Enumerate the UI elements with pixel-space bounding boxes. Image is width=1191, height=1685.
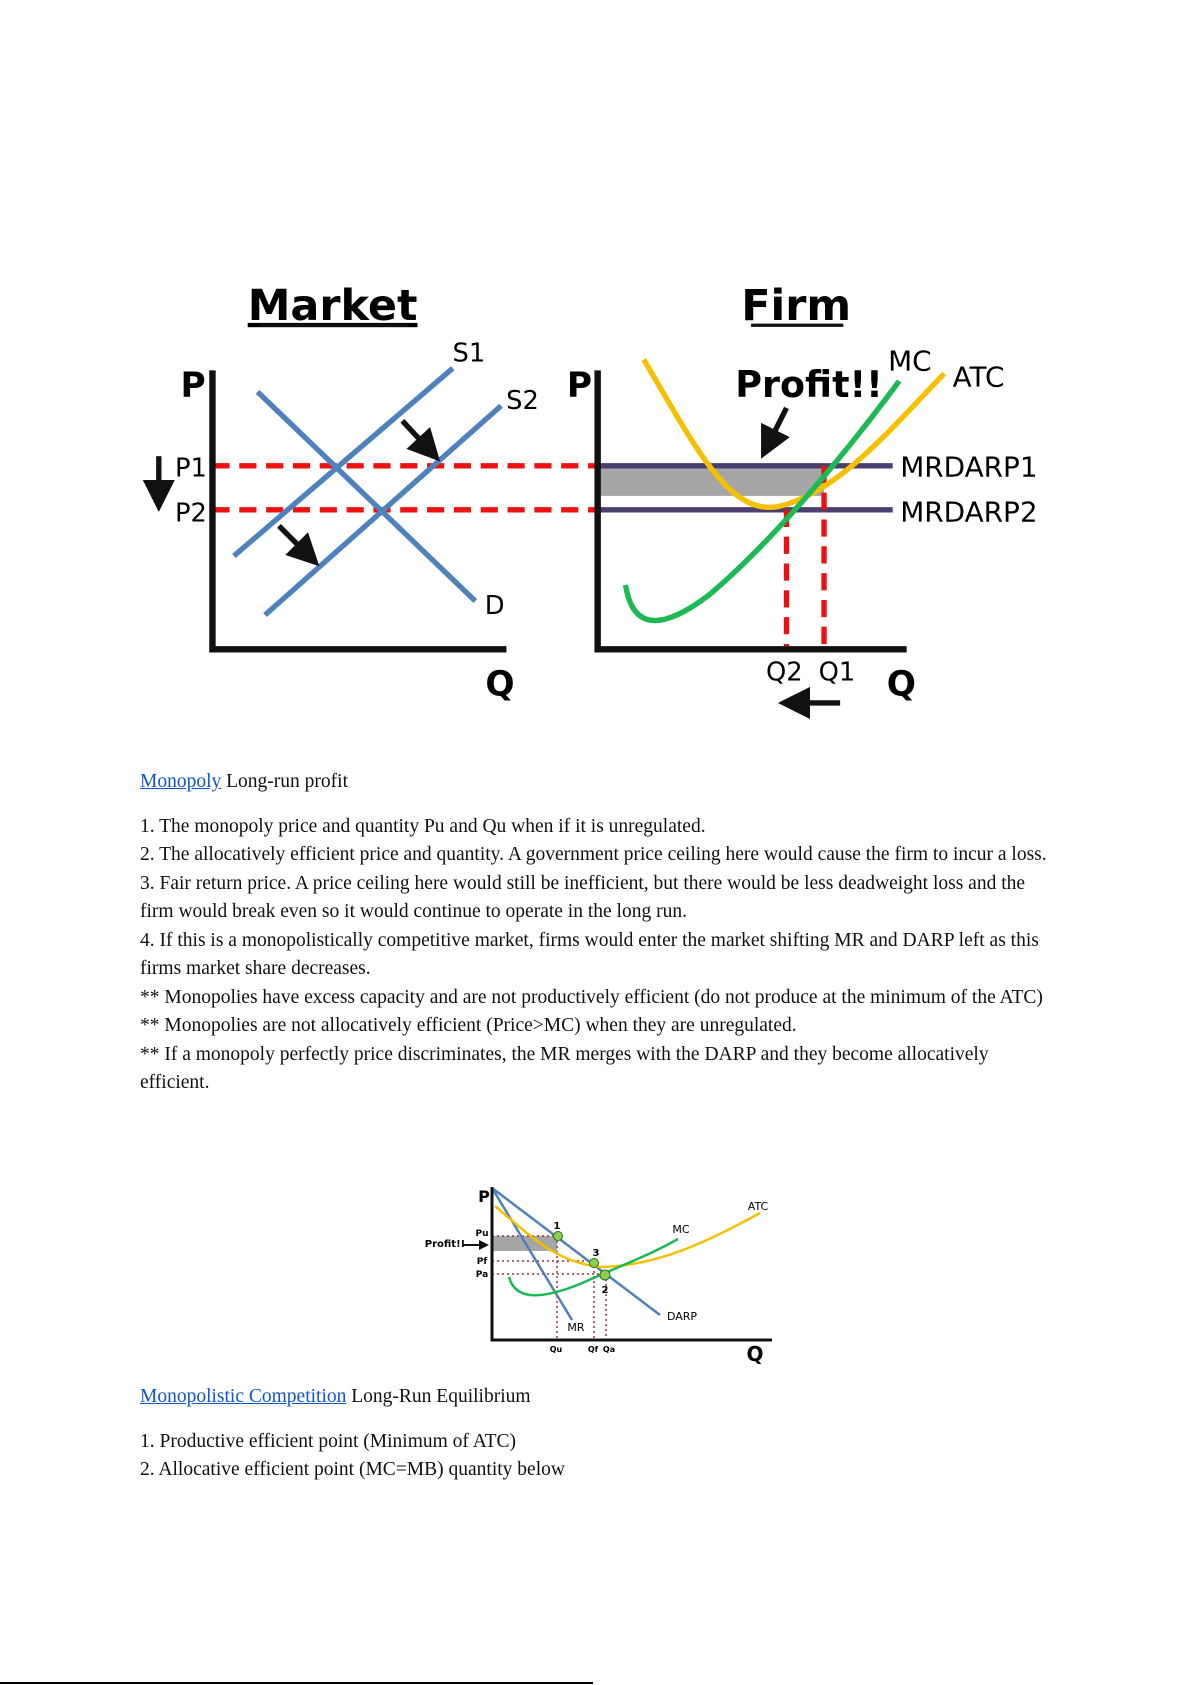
firm-axes: [594, 370, 907, 653]
firm-q-label: Q: [887, 664, 916, 704]
mr-label: MR: [567, 1321, 584, 1334]
profit-arrow-icon: [761, 406, 790, 459]
market-q-label: Q: [485, 664, 514, 704]
monopoly-note-1: ** Monopolies have excess capacity and a…: [140, 986, 1043, 1008]
q2-label: Q2: [766, 657, 803, 687]
monopoly-link[interactable]: Monopoly: [140, 771, 222, 792]
pf-label: Pf: [477, 1257, 488, 1267]
profit-label: Profit!!: [735, 363, 883, 406]
firm-chart: Firm P Q Profit!! MC ATC MRDARP1 MRDARP2…: [567, 281, 1038, 720]
mc-curve: [622, 379, 902, 624]
mc-curve: [507, 1237, 679, 1297]
axes: [490, 1187, 772, 1342]
mc-heading: Monopolistic Competition Long-Run Equili…: [140, 1383, 1060, 1412]
market-firm-figure: Market P Q S1 S2 D P1 P2 Firm P Q Profit…: [142, 281, 1038, 720]
demand-curve: [255, 389, 478, 603]
qa-label: Qa: [603, 1345, 615, 1354]
atc-curve: [494, 1205, 761, 1269]
q-axis-label: Q: [746, 1342, 763, 1366]
s2-label: S2: [506, 386, 539, 416]
monopoly-note-2: ** Monopolies are not allocatively effic…: [140, 1015, 797, 1036]
monopoly-heading: Monopoly Long-run profit: [140, 768, 1060, 797]
qf-label: Qf: [588, 1345, 599, 1354]
market-axes: [209, 370, 507, 653]
atc-label: ATC: [748, 1200, 769, 1213]
s1-label: S1: [453, 339, 486, 369]
mc-line-2: 2. Allocative efficient point (MC=MB) qu…: [140, 1459, 565, 1480]
point-1-label: 1: [554, 1221, 561, 1232]
d-label: D: [485, 591, 505, 621]
mc-label: MC: [672, 1223, 689, 1236]
p1-label: P1: [175, 454, 207, 484]
monopoly-diagram: P Q Profit!! Pu Pf Pa Qu Qf Qa 1 3 2 MC …: [425, 1187, 772, 1366]
monopoly-line-3: 3. Fair return price. A price ceiling he…: [140, 872, 1026, 923]
market-title: Market: [248, 281, 418, 331]
p2-label: P2: [175, 499, 207, 529]
s2-shift-arrow-icon: [277, 524, 320, 567]
mc-label: MC: [888, 344, 932, 377]
market-p-label: P: [181, 366, 206, 406]
s1-shift-arrow-icon: [400, 418, 441, 462]
atc-label: ATC: [953, 360, 1005, 393]
pa-label: Pa: [476, 1270, 488, 1280]
mr-curve: [490, 1187, 574, 1321]
darp-curve: [491, 1187, 661, 1316]
monopoly-heading-text: Long-run profit: [221, 771, 348, 792]
firm-p-label: P: [567, 366, 592, 406]
qu-label: Qu: [550, 1345, 563, 1354]
market-chart: Market P Q S1 S2 D P1 P2: [142, 281, 596, 704]
firm-title: Firm: [741, 281, 851, 331]
p-axis-label: P: [478, 1187, 490, 1206]
point-3: [589, 1258, 599, 1268]
mc-heading-text: Long-Run Equilibrium: [346, 1386, 531, 1407]
monopolistic-competition-section: Monopolistic Competition Long-Run Equili…: [140, 1383, 1060, 1485]
mrdarp1-label: MRDARP1: [900, 451, 1037, 484]
atc-curve: [641, 358, 947, 511]
point-3-label: 3: [593, 1248, 600, 1259]
monopoly-line-1: 1. The monopoly price and quantity Pu an…: [140, 815, 706, 837]
monopoly-line-4: 4. If this is a monopolistically competi…: [140, 929, 1039, 980]
s1-curve: [232, 366, 455, 559]
monopoly-note-3: ** If a monopoly perfectly price discrim…: [140, 1043, 989, 1094]
profit-label: Profit!!: [425, 1239, 465, 1250]
monopoly-section: Monopoly Long-run profit 1. The monopoly…: [140, 768, 1060, 1098]
pu-label: Pu: [475, 1229, 488, 1239]
mc-line-1: 1. Productive efficient point (Minimum o…: [140, 1430, 517, 1452]
monopoly-line-2: 2. The allocatively efficient price and …: [140, 844, 1047, 865]
darp-label: DARP: [667, 1310, 697, 1323]
page-bottom-rule: [0, 1682, 593, 1684]
monopolistic-competition-link[interactable]: Monopolistic Competition: [140, 1386, 347, 1407]
q1-label: Q1: [819, 657, 856, 687]
point-2-label: 2: [602, 1285, 609, 1296]
point-1: [553, 1231, 563, 1241]
point-2: [599, 1269, 611, 1281]
mrdarp2-label: MRDARP2: [900, 496, 1037, 529]
